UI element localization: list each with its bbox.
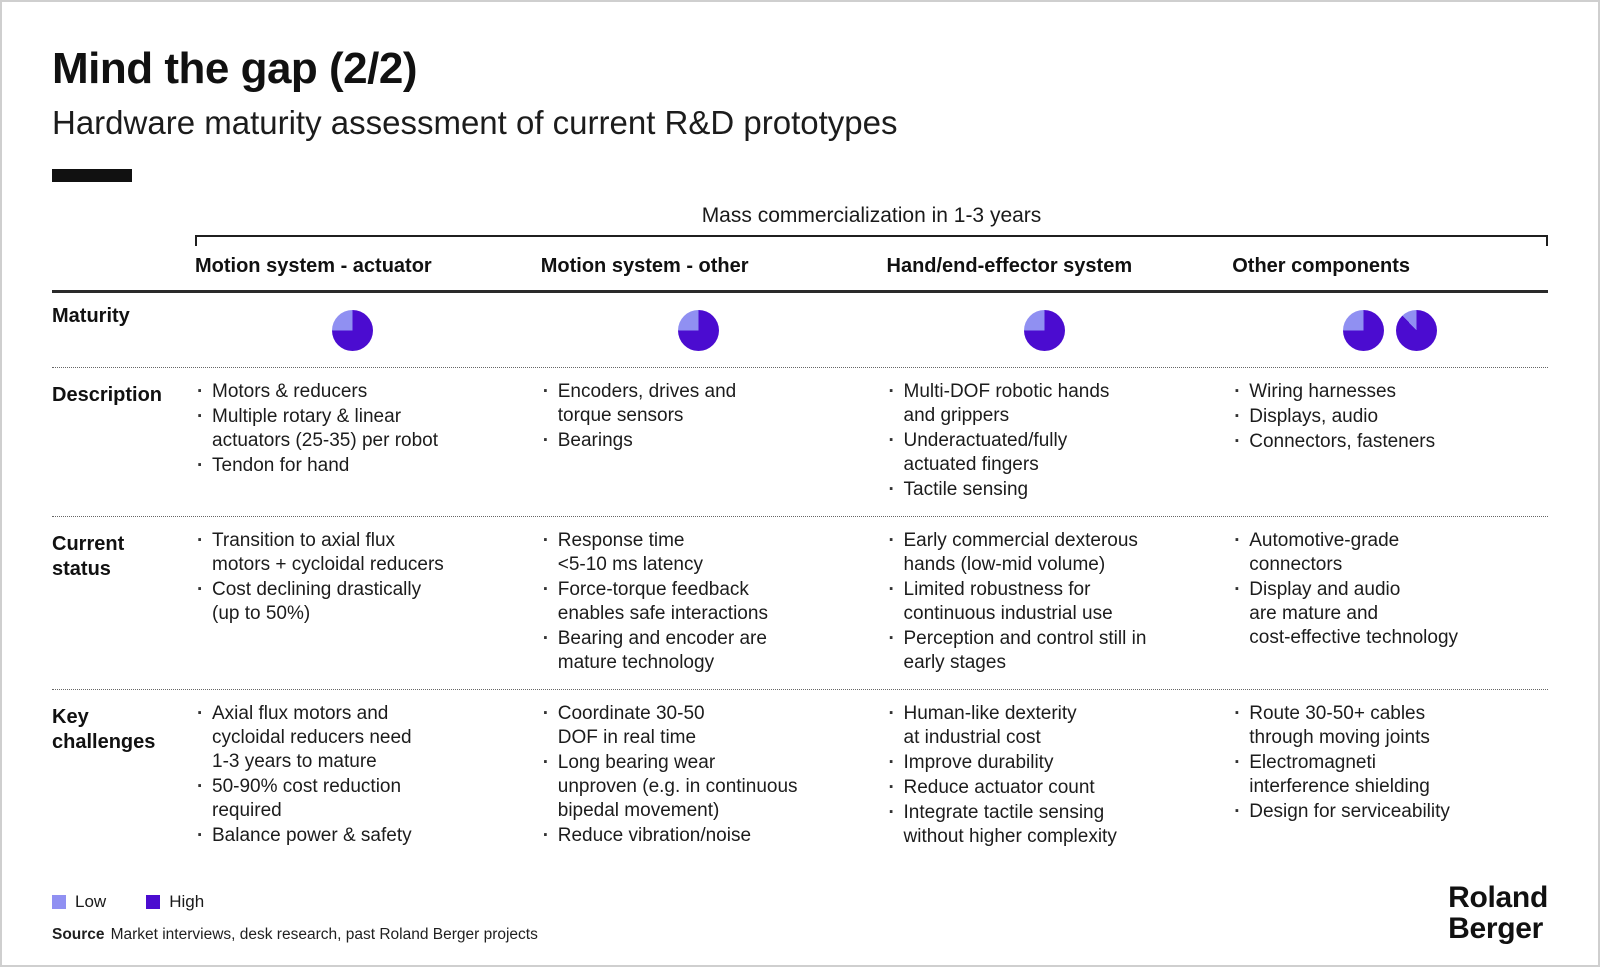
column-header-row: Motion system - actuator Motion system -… [52,245,1548,293]
row-label-key-challenges: Key challenges [52,706,156,753]
column-header-hand: Hand/end-effector system [886,255,1133,277]
current-status-cell-actuator: Transition to axial flux motors + cycloi… [195,529,511,676]
bullet-item: Human-like dexterity at industrial cost [887,702,1203,750]
current-status-cell-other-components: Automotive-grade connectorsDisplay and a… [1232,529,1548,676]
roland-berger-logo: Roland Berger [1448,881,1548,945]
span-header-spacer [52,204,165,245]
maturity-pie [1396,309,1438,351]
description-cell-hand: Multi-DOF robotic hands and grippersUnde… [887,380,1203,503]
logo-line1: Roland [1448,881,1548,914]
source-text: Market interviews, desk research, past R… [110,926,538,944]
source-line: Source Market interviews, desk research, … [52,926,538,944]
source-label: Source [52,926,105,944]
bullet-item: Perception and control still in early st… [887,627,1203,675]
bullet-item: Long bearing wear unproven (e.g. in cont… [541,751,857,823]
bullet-item: Force-torque feedback enables safe inter… [541,578,857,626]
description-cell-other-components: Wiring harnessesDisplays, audioConnector… [1232,380,1548,503]
maturity-cell [1232,301,1548,357]
bullet-item: Response time <5-10 ms latency [541,529,857,577]
current-status-cell-hand: Early commercial dexterous hands (low-mi… [887,529,1203,676]
maturity-cell [541,301,857,357]
slide-header: Mind the gap (2/2) Hardware maturity ass… [2,2,1598,182]
bullet-item: Motors & reducers [195,380,511,404]
maturity-pie [332,309,374,351]
page-subtitle: Hardware maturity assessment of current … [52,104,898,141]
bullet-item: Wiring harnesses [1232,380,1548,404]
bullet-item: Tactile sensing [887,478,1203,502]
page-title: Mind the gap (2/2) [52,44,418,93]
legend-item-high: High [146,892,204,912]
bullet-item: Reduce vibration/noise [541,824,857,848]
span-header-row: Mass commercialization in 1-3 years [52,204,1548,246]
bullet-item: Connectors, fasteners [1232,430,1548,454]
current-status-row: Current status Transition to axial flux … [52,516,1548,689]
bullet-item: Integrate tactile sensing without higher… [887,801,1203,849]
maturity-pie [1023,309,1065,351]
bullet-item: Underactuated/fully actuated fingers [887,429,1203,477]
key-challenges-cell-other-components: Route 30-50+ cables through moving joint… [1232,702,1548,850]
bullet-item: Multi-DOF robotic hands and grippers [887,380,1203,428]
bullet-item: Cost declining drastically (up to 50%) [195,578,511,626]
key-challenges-cell-hand: Human-like dexterity at industrial costI… [887,702,1203,850]
column-header-motion-other: Motion system - other [540,255,749,277]
span-header-label: Mass commercialization in 1-3 years [701,204,1042,227]
column-header-spacer [52,245,165,290]
bullet-item: Improve durability [887,751,1203,775]
description-cell-motion-other: Encoders, drives and torque sensorsBeari… [541,380,857,503]
maturity-cell [887,301,1203,357]
bullet-item: Multiple rotary & linear actuators (25-3… [195,405,511,453]
bullet-item: Display and audio are mature and cost-ef… [1232,578,1548,650]
maturity-row: Maturity [52,293,1548,367]
bullet-item: Automotive-grade connectors [1232,529,1548,577]
column-header-other-components: Other components [1232,255,1411,277]
span-header: Mass commercialization in 1-3 years [195,204,1548,246]
bullet-item: Coordinate 30-50 DOF in real time [541,702,857,750]
maturity-cell [195,301,511,357]
row-label-description: Description [52,384,163,406]
bullet-item: 50-90% cost reduction required [195,775,511,823]
description-row: Description Motors & reducersMultiple ro… [52,367,1548,516]
legend-low-label: Low [75,892,107,912]
description-cell-actuator: Motors & reducersMultiple rotary & linea… [195,380,511,503]
current-status-cell-motion-other: Response time <5-10 ms latencyForce-torq… [541,529,857,676]
bullet-item: Transition to axial flux motors + cycloi… [195,529,511,577]
logo-line2: Berger [1448,911,1544,945]
bullet-item: Early commercial dexterous hands (low-mi… [887,529,1203,577]
row-label-maturity: Maturity [52,305,130,327]
title-accent-bar [52,169,132,182]
key-challenges-cell-actuator: Axial flux motors and cycloidal reducers… [195,702,511,850]
legend-item-low: Low [52,892,106,912]
bullet-item: Electromagneti interference shielding [1232,751,1548,799]
footer-left: Low High Source Market interviews, desk r… [52,892,538,944]
bullet-item: Limited robustness for continuous indust… [887,578,1203,626]
bullet-item: Tendon for hand [195,454,511,478]
bullet-item: Bearing and encoder are mature technolog… [541,627,857,675]
maturity-pie [678,309,720,351]
bullet-item: Bearings [541,429,857,453]
row-label-current-status: Current status [52,533,125,580]
bullet-item: Reduce actuator count [887,776,1203,800]
column-header-actuator: Motion system - actuator [195,255,432,277]
maturity-table: Mass commercialization in 1-3 years Moti… [52,204,1548,863]
key-challenges-row: Key challenges Axial flux motors and cyc… [52,689,1548,863]
maturity-legend: Low High [52,892,538,912]
legend-high-swatch [146,895,161,910]
bullet-item: Route 30-50+ cables through moving joint… [1232,702,1548,750]
legend-high-label: High [169,892,205,912]
maturity-pie [1343,309,1385,351]
bullet-item: Encoders, drives and torque sensors [541,380,857,428]
key-challenges-cell-motion-other: Coordinate 30-50 DOF in real timeLong be… [541,702,857,850]
bullet-item: Displays, audio [1232,405,1548,429]
bullet-item: Axial flux motors and cycloidal reducers… [195,702,511,774]
slide-footer: Low High Source Market interviews, desk r… [52,881,1548,945]
span-bracket [195,235,1548,246]
bullet-item: Balance power & safety [195,824,511,848]
bullet-item: Design for serviceability [1232,800,1548,824]
legend-low-swatch [52,895,66,910]
